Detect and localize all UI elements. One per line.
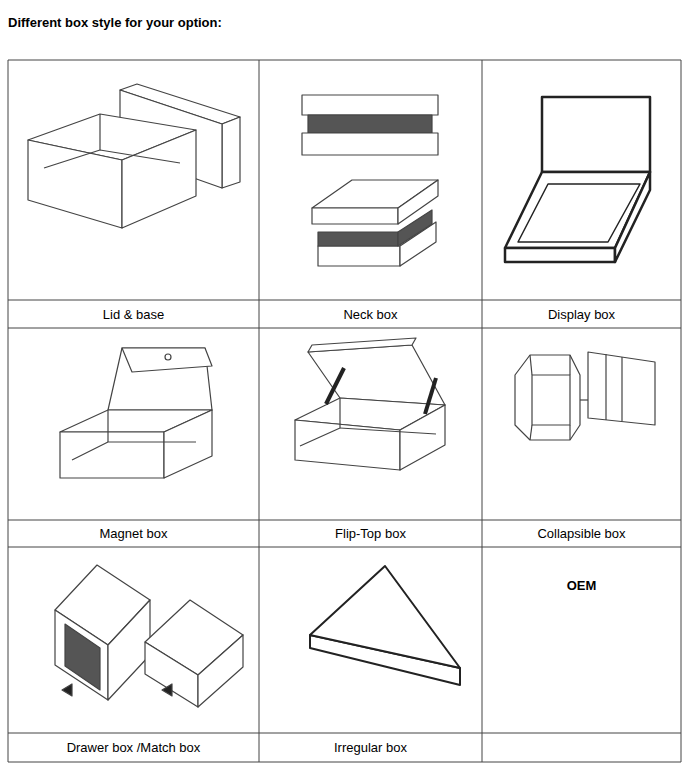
drawing-stroke	[99, 114, 100, 150]
drawing-stroke	[530, 355, 532, 375]
drawing-stroke	[44, 150, 180, 168]
drawing-stroke	[122, 130, 196, 228]
caption-text: Collapsible box	[537, 526, 625, 541]
drawing-stroke	[482, 60, 483, 762]
drawing-stroke	[621, 357, 622, 421]
drawing-stroke	[588, 352, 655, 425]
drawing-stroke	[505, 248, 615, 262]
drawing-stroke	[62, 684, 72, 696]
drawing-stroke	[425, 378, 436, 414]
caption-cell: Lid & base	[8, 300, 259, 328]
drawing-stroke	[302, 133, 438, 155]
drawing-stroke	[308, 338, 416, 352]
title-text: Different box style for your option:	[8, 15, 222, 30]
drawing-stroke	[312, 208, 398, 224]
irregular-box-drawing	[310, 566, 460, 685]
lid-and-base-drawing	[28, 84, 240, 228]
neck-box-drawing	[302, 95, 438, 266]
drawing-stroke	[569, 355, 570, 375]
caption-cell: Magnet box	[8, 520, 259, 547]
caption-text: Display box	[548, 307, 615, 322]
drawing-stroke	[295, 420, 400, 470]
drawing-stroke	[8, 547, 681, 548]
drawing-stroke	[222, 117, 240, 188]
drawing-stroke	[8, 60, 9, 762]
drawing-stroke	[65, 624, 100, 690]
caption-cell: Neck box	[259, 300, 482, 328]
table-grid	[8, 60, 681, 762]
drawing-stroke	[8, 762, 681, 763]
drawing-stroke	[8, 60, 681, 61]
drawing-stroke	[300, 398, 340, 446]
drawing-stroke	[515, 355, 580, 440]
drawing-stroke	[318, 246, 400, 266]
drawing-stroke	[340, 428, 436, 434]
caption-cell: Drawer box /Match box	[8, 733, 259, 762]
caption-text: Flip-Top box	[335, 526, 406, 541]
drawing-stroke	[107, 410, 108, 442]
drawing-stroke	[8, 733, 681, 734]
drawing-stroke	[580, 399, 588, 400]
drawing-stroke	[8, 328, 681, 329]
drawing-stroke	[615, 172, 650, 262]
drawing-stroke	[8, 300, 681, 301]
drawing-stroke	[72, 442, 196, 460]
caption-text: OEM	[567, 578, 597, 593]
drawing-stroke	[198, 635, 243, 707]
caption-text: Lid & base	[103, 307, 164, 322]
drawing-stroke	[518, 184, 640, 242]
drawing-stroke	[108, 348, 212, 410]
drawing-stroke	[308, 115, 432, 133]
drawing-stroke	[605, 354, 606, 420]
drawing-stroke	[162, 684, 172, 696]
collapsible-box-drawing	[515, 352, 655, 440]
drawing-stroke	[308, 345, 445, 405]
display-box-drawing	[505, 97, 650, 262]
caption-cell: Collapsible box	[482, 520, 681, 547]
drawing-stroke	[28, 140, 122, 228]
caption-cell: Flip-Top box	[259, 520, 482, 547]
drawing-stroke	[532, 375, 570, 425]
page-title: Different box style for your option:	[8, 12, 222, 32]
drawing-stroke	[569, 425, 570, 440]
drawing-stroke	[318, 232, 398, 246]
magnet-box-drawing	[60, 348, 212, 478]
drawing-stroke	[310, 566, 460, 668]
oem-cell: OEM	[482, 574, 681, 596]
drawing-stroke	[542, 97, 650, 172]
caption-text: Drawer box /Match box	[67, 740, 201, 755]
drawing-stroke	[8, 520, 681, 521]
flip-top-box-drawing	[295, 338, 445, 470]
drawing-stroke	[400, 405, 445, 470]
drawing-stroke	[681, 60, 682, 762]
caption-cell: Irregular box	[259, 733, 482, 762]
caption-cell: Display box	[482, 300, 681, 328]
caption-text: Neck box	[343, 307, 397, 322]
drawing-stroke	[398, 180, 438, 224]
drawing-stroke	[55, 610, 108, 700]
drawing-stroke	[326, 368, 344, 404]
drawing-stroke	[145, 642, 198, 707]
drawing-stroke	[60, 432, 164, 478]
drawing-stroke	[108, 600, 150, 700]
caption-text: Irregular box	[334, 740, 407, 755]
caption-text: Magnet box	[100, 526, 168, 541]
drawer-box-drawing	[55, 565, 243, 707]
drawing-stroke	[259, 60, 260, 762]
drawing-stroke	[164, 410, 212, 478]
drawing-stroke	[530, 425, 532, 440]
drawing-stroke	[302, 95, 438, 115]
drawing-stroke	[122, 348, 212, 372]
drawing-stroke	[165, 354, 171, 360]
